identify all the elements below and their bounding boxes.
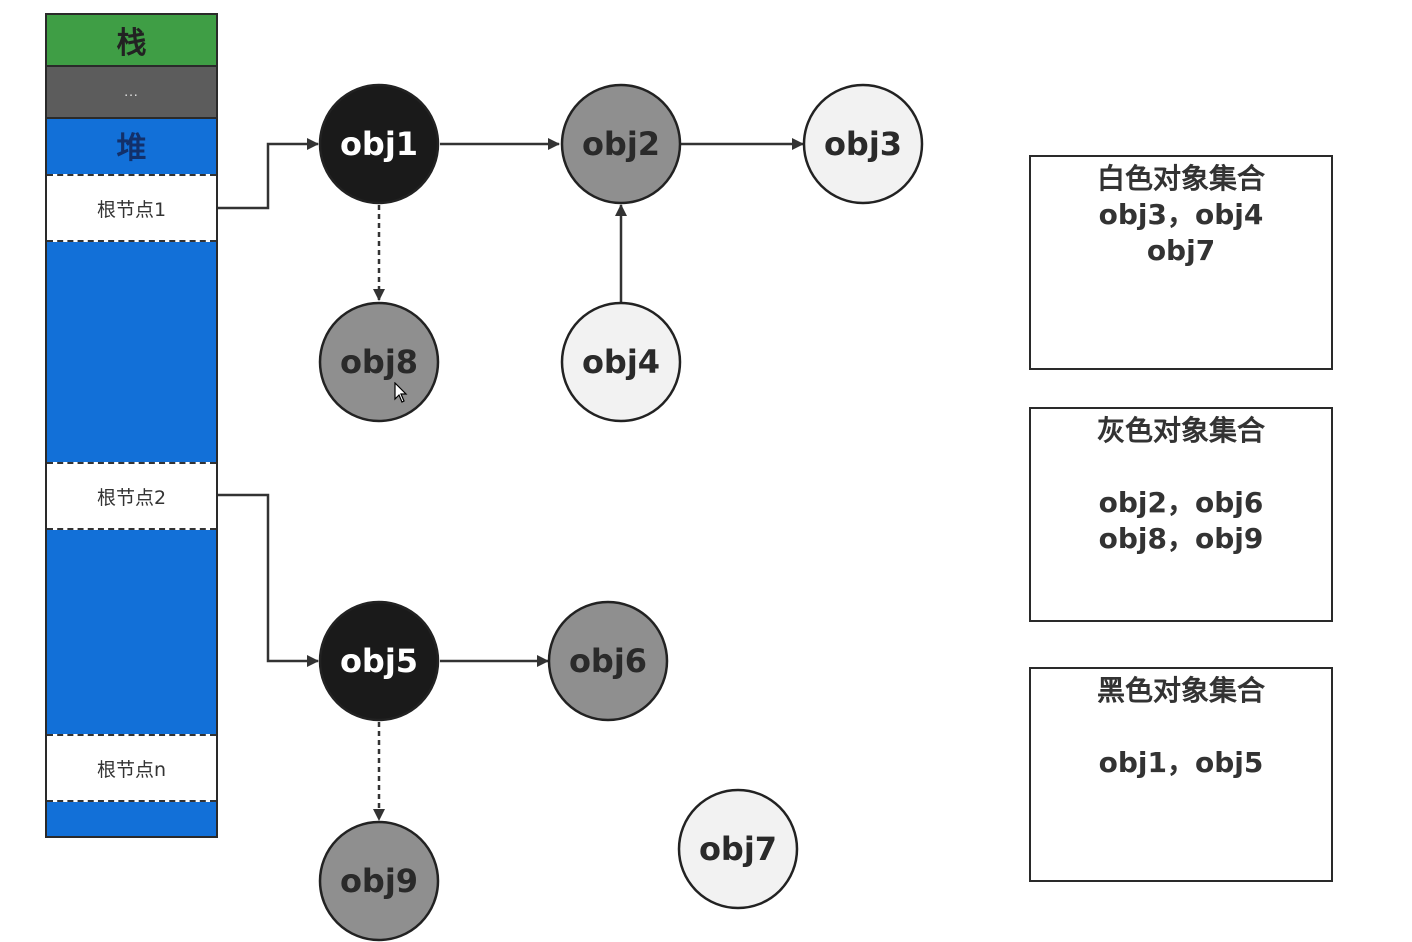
node-obj3: obj3 [802, 83, 924, 205]
node-obj5-label: obj5 [340, 642, 418, 680]
node-obj6: obj6 [547, 600, 669, 722]
mouse-cursor-icon [394, 382, 408, 403]
gray-set-title: 灰色对象集合 [1096, 414, 1265, 447]
gray-set-line-1: obj2，obj6 [1098, 486, 1264, 519]
gray-set-box: 灰色对象集合 obj2，obj6 obj8，obj9 [1029, 407, 1333, 622]
white-set-box: 白色对象集合 obj3，obj4 obj7 [1029, 155, 1333, 370]
node-obj5: obj5 [318, 600, 440, 722]
node-obj9-label: obj9 [340, 862, 418, 900]
heap-label: 堆 [116, 131, 147, 166]
root-node-1: 根节点1 [47, 174, 216, 242]
gray-set-line-2: obj8，obj9 [1098, 522, 1264, 555]
node-obj2: obj2 [560, 83, 682, 205]
edge-root1-obj1 [218, 138, 319, 210]
node-obj6-label: obj6 [569, 642, 647, 680]
memory-column: 栈 ... 堆 根节点1 根节点2 根节点n [45, 13, 218, 838]
white-set-line-1: obj3，obj4 [1098, 198, 1264, 231]
node-obj7: obj7 [677, 788, 799, 910]
edges [218, 138, 804, 821]
black-set-line-1: obj1，obj5 [1098, 746, 1264, 779]
black-set-title: 黑色对象集合 [1096, 674, 1265, 707]
black-set-box: 黑色对象集合 obj1，obj5 [1029, 667, 1333, 882]
node-obj3-label: obj3 [824, 125, 902, 163]
node-obj9: obj9 [318, 820, 440, 942]
node-obj8-label: obj8 [340, 343, 418, 381]
white-set-line-2: obj7 [1146, 234, 1216, 267]
node-obj4: obj4 [560, 301, 682, 423]
stack-label: 栈 [47, 15, 216, 67]
node-obj8: obj8 [318, 301, 440, 423]
node-obj2-label: obj2 [582, 125, 660, 163]
node-obj4-label: obj4 [582, 343, 660, 381]
white-set-title: 白色对象集合 [1096, 162, 1265, 195]
root-node-2: 根节点2 [47, 462, 216, 530]
root-node-n: 根节点n [47, 734, 216, 802]
node-obj1-label: obj1 [340, 125, 418, 163]
node-obj7-label: obj7 [699, 830, 777, 868]
node-obj1: obj1 [318, 83, 440, 205]
ellipsis-label: ... [47, 67, 216, 119]
edge-root2-obj5 [218, 493, 319, 667]
